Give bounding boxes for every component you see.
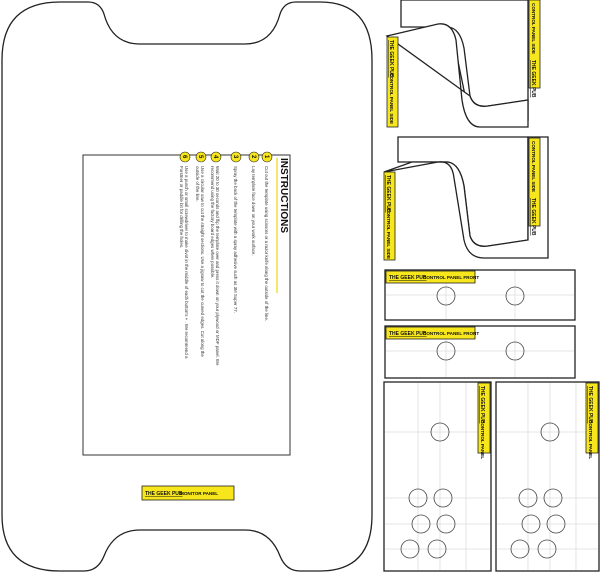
instruction-step: Spray the back of the template with a sp… [233,166,238,313]
step-number-badge [230,151,242,163]
svg-text:3: 3 [232,155,238,159]
svg-text:CONTROL PANEL FRONT: CONTROL PANEL FRONT [423,275,479,280]
instruction-step: Wait 20 to 30 seconds and flip the templ… [210,166,220,366]
svg-text:2: 2 [250,155,256,159]
instructions-box [82,154,291,456]
svg-text:THE GEEK PUB: THE GEEK PUB [587,386,593,424]
step-number-badge [195,151,207,163]
instructions-title: INSTRUCTIONS [278,158,289,233]
svg-text:CONTROL PANEL SIDE: CONTROL PANEL SIDE [386,208,391,259]
svg-text:THE GEEK PUB: THE GEEK PUB [145,491,183,497]
svg-text:CONTROL PANEL SIDE: CONTROL PANEL SIDE [531,3,536,54]
monitor-panel-label: THE GEEK PUB MONITOR PANEL [141,485,235,501]
svg-text:1: 1 [263,155,269,159]
svg-text:CONTROL PANEL FRONT: CONTROL PANEL FRONT [423,331,479,336]
step-number-badge [210,151,222,163]
svg-text:THE GEEK PUB: THE GEEK PUB [530,60,536,98]
svg-text:CONTROL PANEL SIDE: CONTROL PANEL SIDE [389,73,394,124]
side-panel-label: CONTROL PANEL SIDE THE GEEK PUB THE GEEK… [386,0,541,128]
svg-text:THE GEEK PUB: THE GEEK PUB [530,198,536,236]
step-number-badge [179,151,191,163]
svg-text:CONTROL PANEL: CONTROL PANEL [588,420,593,459]
step-number-badge [261,151,273,163]
instruction-step: Lay template face down on your work surf… [251,166,256,256]
svg-text:CONTROL PANEL SIDE: CONTROL PANEL SIDE [531,141,536,192]
side-panel-label: CONTROL PANEL SIDE THE GEEK PUB THE GEEK… [383,137,541,261]
svg-text:THE GEEK PUB: THE GEEK PUB [389,275,427,281]
svg-text:4: 4 [212,155,218,159]
svg-text:THE GEEK PUB: THE GEEK PUB [389,331,427,337]
instruction-step: Use a punch or small screwdriver to make… [179,166,189,359]
control-panel-1: THE GEEK PUB CONTROL PANEL [383,381,492,572]
control-panel-front-2: THE GEEK PUB CONTROL PANEL FRONT [384,325,576,379]
svg-text:THE GEEK PUB: THE GEEK PUB [385,175,391,213]
svg-text:5: 5 [197,155,203,159]
instruction-step: Use a circular saw to cut the straight s… [195,166,205,357]
svg-text:CONTROL PANEL: CONTROL PANEL [480,420,485,459]
svg-text:THE GEEK PUB: THE GEEK PUB [388,40,394,78]
control-panel-2: THE GEEK PUB CONTROL PANEL [495,381,600,572]
step-number-badge [248,151,260,163]
svg-text:THE GEEK PUB: THE GEEK PUB [479,386,485,424]
instruction-step: Cut out the template using scissors or a… [264,166,269,321]
svg-text:MONITOR PANEL: MONITOR PANEL [180,491,218,496]
control-panel-front-1: THE GEEK PUB CONTROL PANEL FRONT [384,269,576,321]
svg-text:6: 6 [181,155,187,159]
